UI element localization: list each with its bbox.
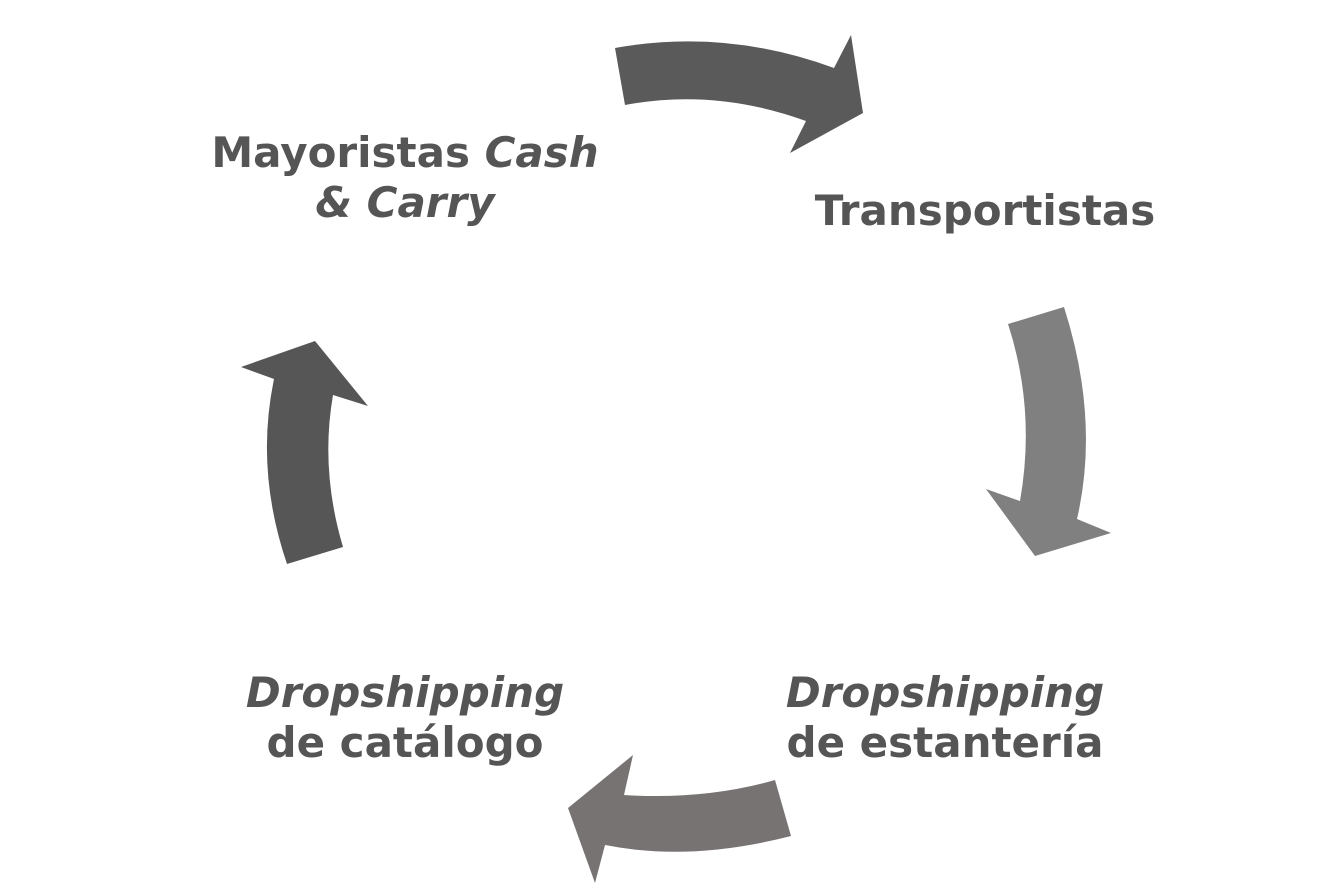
wholesale-plain-text: Mayoristas: [211, 128, 485, 177]
wholesale-line-2: & Carry: [190, 178, 620, 228]
node-label-wholesale: Mayoristas Cash & Carry: [190, 128, 620, 228]
catalog-plain-text: de catálogo: [266, 718, 544, 767]
node-label-shelf-dropshipping: Dropshipping de estantería: [760, 668, 1130, 768]
catalog-line-2: de catálogo: [225, 718, 585, 768]
arrow-transport-to-shelf-icon: [986, 307, 1111, 556]
shelf-plain-text: de estantería: [786, 718, 1104, 767]
wholesale-italic-text: Cash: [484, 128, 599, 177]
shelf-italic-text: Dropshipping: [785, 668, 1105, 717]
arrow-catalog-to-wholesale-icon: [241, 341, 368, 564]
shelf-line-2: de estantería: [760, 718, 1130, 768]
wholesale-italic-text-2: & Carry: [315, 178, 495, 227]
catalog-italic-text: Dropshipping: [245, 668, 565, 717]
transport-line-1: Transportistas: [790, 186, 1180, 236]
arrow-shelf-to-catalog-icon: [568, 755, 791, 883]
node-label-catalog-dropshipping: Dropshipping de catálogo: [225, 668, 585, 768]
shelf-line-1: Dropshipping: [760, 668, 1130, 718]
arrow-wholesale-to-transport-icon: [615, 35, 863, 153]
catalog-line-1: Dropshipping: [225, 668, 585, 718]
wholesale-line-1: Mayoristas Cash: [190, 128, 620, 178]
transport-text: Transportistas: [814, 186, 1156, 235]
node-label-transport: Transportistas: [790, 186, 1180, 236]
